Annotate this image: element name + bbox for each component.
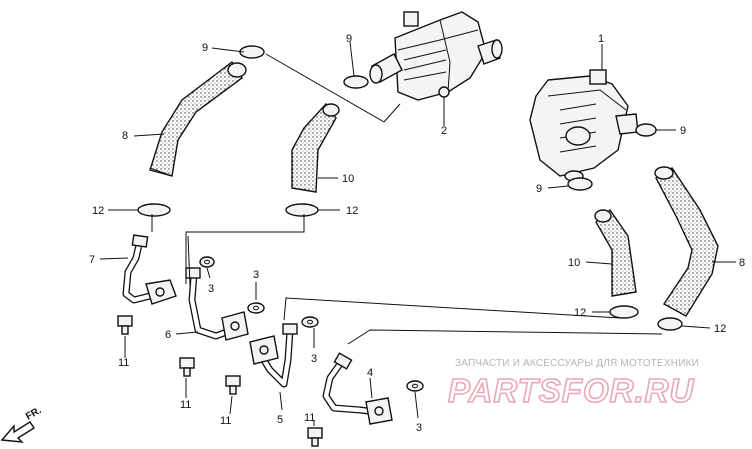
hose-10-center — [291, 102, 340, 193]
hose-8-left — [149, 60, 247, 177]
front-arrow-icon — [0, 421, 35, 443]
callout-8a: 8 — [122, 130, 128, 142]
callout-11b: 11 — [180, 399, 191, 411]
pipe-7 — [122, 234, 177, 305]
watermark: ЗАПЧАСТИ И АКСЕССУАРЫ ДЛЯ МОТОТЕХНИКИ PA… — [447, 358, 699, 410]
callout-11c: 11 — [220, 415, 231, 427]
callout-4: 4 — [367, 367, 373, 379]
watermark-tagline: ЗАПЧАСТИ И АКСЕССУАРЫ ДЛЯ МОТОТЕХНИКИ — [455, 358, 699, 369]
callout-1: 1 — [598, 33, 604, 45]
bolts-11 — [117, 315, 323, 447]
callout-8b: 8 — [739, 257, 745, 269]
callout-5: 5 — [277, 414, 283, 426]
callout-12d: 12 — [714, 323, 726, 335]
hose-10-right — [594, 208, 637, 297]
callout-12b: 12 — [346, 205, 358, 217]
callout-9d: 9 — [536, 183, 542, 195]
callout-9a: 9 — [202, 42, 208, 54]
callout-3c: 3 — [311, 353, 317, 365]
front-direction-indicator: FR. — [0, 405, 44, 443]
callout-3d: 3 — [416, 422, 422, 434]
callout-12c: 12 — [574, 307, 586, 319]
callout-11a: 11 — [118, 357, 129, 369]
callout-10a: 10 — [342, 173, 354, 185]
callout-11d: 11 — [304, 412, 315, 424]
pipe-6 — [185, 267, 249, 341]
callout-labels: 1 2 9 9 9 9 8 8 10 10 12 12 12 12 7 6 5 … — [89, 33, 745, 434]
callout-3b: 3 — [253, 269, 259, 281]
pipe-5 — [249, 323, 298, 388]
hose-8-right — [654, 166, 719, 317]
watermark-logo: PARTSFOR.RU — [448, 372, 694, 409]
callout-3a: 3 — [208, 283, 214, 295]
clamps — [137, 45, 683, 331]
leader-lines — [99, 41, 736, 426]
callout-10b: 10 — [568, 257, 580, 269]
air-valve-2 — [369, 11, 503, 126]
air-valve-1 — [529, 44, 639, 182]
callout-9b: 9 — [346, 33, 352, 45]
callout-12a: 12 — [92, 205, 104, 217]
callout-9c: 9 — [680, 125, 686, 137]
callout-2: 2 — [441, 125, 447, 137]
front-label: FR. — [24, 405, 44, 423]
callout-7: 7 — [89, 254, 95, 266]
pipe-4 — [322, 352, 393, 425]
callout-6: 6 — [165, 329, 171, 341]
washers-3 — [199, 256, 424, 392]
